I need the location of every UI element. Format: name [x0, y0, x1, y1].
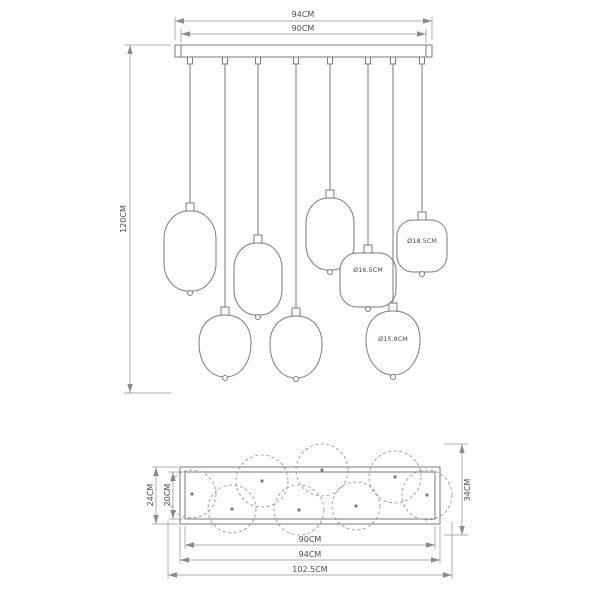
dim-depth-inner: 20CM	[163, 471, 183, 520]
globe-diameter-label-medium: Ø16.5CM	[353, 266, 383, 274]
plan-globe-circle	[167, 469, 217, 519]
plan-globe-circle	[368, 450, 422, 504]
cap	[363, 244, 373, 254]
center-dot	[230, 507, 234, 511]
pendant-1	[163, 56, 217, 296]
plan-outline-inner	[184, 471, 436, 520]
dim-drop-height: 120CM	[119, 44, 171, 394]
hanger	[419, 56, 425, 65]
pendant-7: Ø15.8CM	[365, 56, 421, 380]
dim-label-90cm: 90CM	[292, 24, 315, 33]
cap	[291, 307, 301, 317]
plan-globes	[167, 443, 453, 536]
dim-width-inner: 90CM	[185, 535, 435, 548]
center-dot	[260, 479, 264, 483]
pendant-3	[233, 56, 283, 320]
globe-diameter-label-large: Ø18.5CM	[407, 237, 437, 245]
globe-nub	[293, 376, 299, 382]
cap	[325, 189, 335, 199]
pendant-2	[198, 56, 252, 381]
plan-globe-circle	[401, 469, 453, 521]
cap	[388, 302, 398, 312]
dim-label-20cm: 20CM	[163, 484, 172, 507]
plan-globe-circle	[273, 484, 325, 536]
dim-label-34cm: 34CM	[463, 479, 472, 502]
center-dot	[354, 504, 358, 508]
front-view: 94CM 90CM 120CM	[119, 10, 448, 394]
dim-width-overall: 102.5CM	[168, 565, 452, 578]
hanger	[222, 56, 228, 65]
plan-globe-circle	[207, 484, 257, 534]
center-dot	[297, 508, 301, 512]
center-dot	[320, 468, 324, 472]
hanger	[187, 56, 193, 65]
dim-depth-outer: 24CM	[146, 466, 178, 525]
center-dot	[393, 475, 397, 479]
globe-nub	[365, 306, 371, 312]
pendant-4	[269, 56, 323, 382]
plan-globe-circle	[235, 454, 289, 508]
dim-label-94cm: 94CM	[292, 10, 315, 19]
globe-body	[365, 310, 421, 376]
pendant-8: Ø18.5CM	[396, 56, 448, 277]
pendant-6: Ø16.5CM	[339, 56, 397, 312]
dim-depth-overall: 34CM	[444, 443, 472, 536]
cap	[253, 234, 263, 244]
globe-nub	[222, 375, 228, 381]
globe-nub	[255, 314, 261, 320]
hanger	[390, 56, 396, 65]
globe-nub	[327, 269, 333, 275]
pendant-5	[305, 56, 355, 275]
plan-outline-outer	[179, 466, 441, 525]
globe-body	[269, 315, 323, 379]
dim-label-120cm: 120CM	[119, 205, 128, 233]
globe-body	[163, 210, 217, 292]
cap	[185, 202, 195, 212]
globe-body	[396, 219, 448, 273]
cap	[220, 306, 230, 316]
dim-bar-outer: 94CM	[174, 10, 433, 40]
plan-view: 20CM 24CM 34CM 90CM	[146, 443, 472, 579]
cap	[417, 211, 427, 221]
hanger	[365, 56, 371, 65]
ceiling-bar	[174, 44, 433, 58]
plan-frame	[179, 466, 441, 525]
globe-nub	[187, 290, 193, 296]
center-dot	[425, 493, 429, 497]
dim-label-102-5cm: 102.5CM	[292, 565, 327, 574]
plan-globe-circle	[295, 443, 349, 497]
globe-nub	[390, 374, 396, 380]
ceiling-bar-body	[174, 44, 433, 58]
dim-label-94cm-plan: 94CM	[299, 550, 322, 559]
globe-diameter-label-small: Ø15.8CM	[378, 335, 408, 343]
globe-body	[198, 314, 252, 378]
hanger	[293, 56, 299, 65]
dim-label-90cm-plan: 90CM	[299, 535, 322, 544]
hanger	[255, 56, 261, 65]
globe-body	[233, 242, 283, 316]
dim-width-bar: 94CM	[180, 550, 440, 563]
hanger	[327, 56, 333, 65]
dim-bar-inner: 90CM	[180, 24, 427, 43]
center-dot	[190, 492, 194, 496]
dim-label-24cm: 24CM	[146, 484, 155, 507]
globe-body	[339, 252, 397, 308]
globe-nub	[419, 271, 425, 277]
plan-globe-circle	[331, 481, 381, 531]
